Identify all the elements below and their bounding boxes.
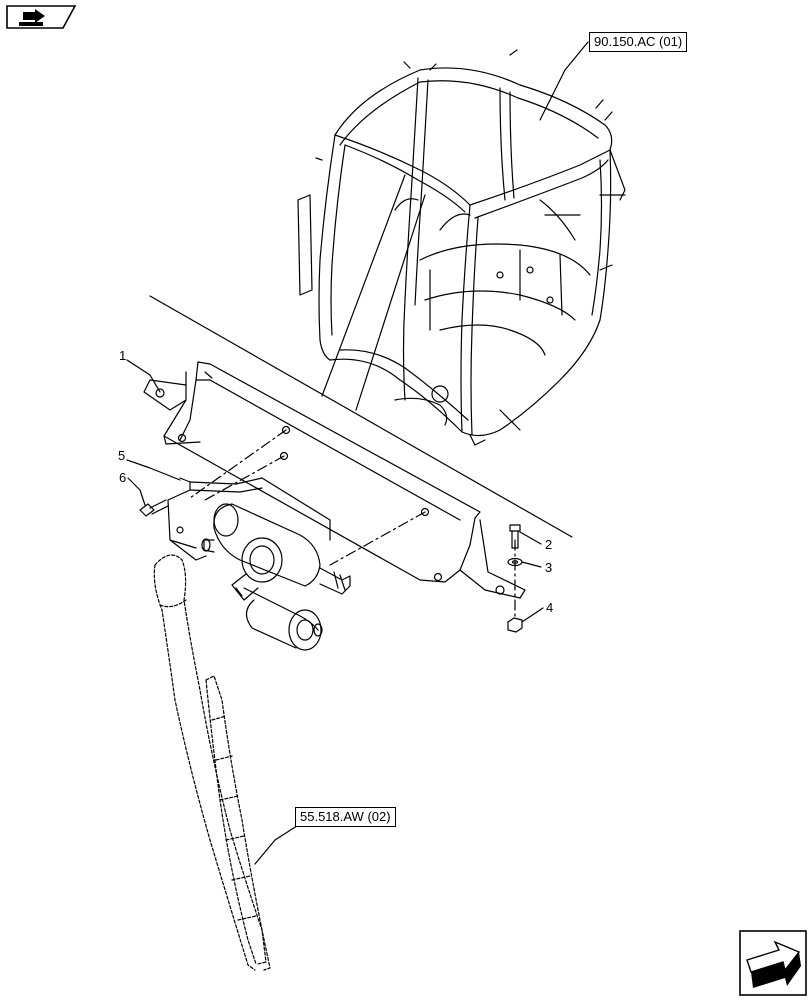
cab-leader-right: [355, 194, 426, 411]
item-number-4: 4: [546, 600, 553, 615]
nut-part-4: [507, 617, 523, 633]
assembly-centerlines: [189, 429, 516, 619]
guide-line: [149, 295, 573, 538]
item-number-6: 6: [119, 470, 126, 485]
motor-plate-part-5: [167, 477, 331, 561]
wiper-arm-phantom: [153, 554, 271, 971]
top-left-nav[interactable]: [5, 4, 77, 30]
item-number-1: 1: [119, 348, 126, 363]
wiper-ref-leader: [254, 823, 301, 865]
cab-reference-link[interactable]: 90.150.AC (01): [589, 32, 688, 52]
item-number-3: 3: [545, 560, 552, 575]
cab-leader-left: [321, 174, 406, 397]
bottom-right-nav[interactable]: [739, 930, 807, 996]
bolt-part-2: [509, 524, 521, 549]
book-arrow-icon: [6, 5, 77, 29]
cab-frame: [297, 49, 626, 446]
next-page-arrow-icon: [739, 930, 807, 996]
item-number-2: 2: [545, 537, 552, 552]
item-number-5: 5: [118, 448, 125, 463]
cab-ref-leader: [539, 41, 589, 121]
wiper-blade-phantom: [205, 675, 267, 965]
wiper-motor: [201, 503, 351, 651]
bolt-part-6: [139, 499, 169, 517]
wiper-reference-link[interactable]: 55.518.AW (02): [295, 807, 396, 827]
bracket-part-1: [143, 361, 526, 599]
